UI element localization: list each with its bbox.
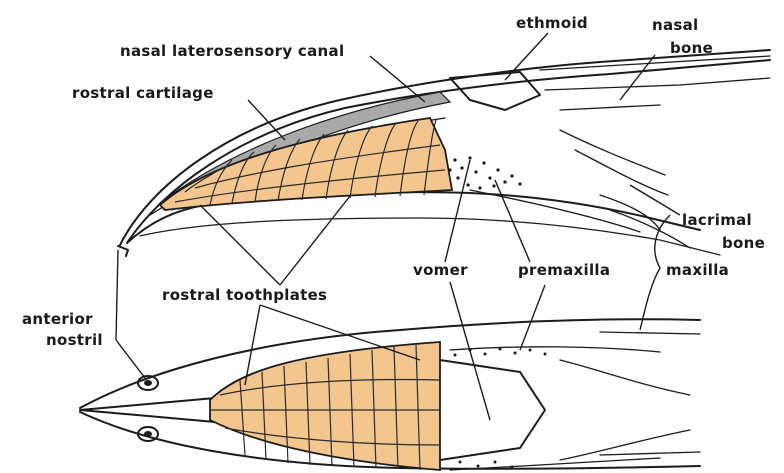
leader-vomer-ventral (450, 282, 490, 420)
ventral-rostrum-tip (80, 398, 215, 422)
label-anterior-nostril-line2: nostril (46, 331, 103, 349)
label-lacrimal-line1: lacrimal (682, 211, 752, 229)
label-rostral-cartilage: rostral cartilage (72, 84, 214, 102)
lateral-snout-outline (120, 50, 770, 245)
label-lacrimal-line2: bone (722, 234, 765, 252)
ventral-view (80, 319, 700, 470)
maxilla-ventral-shape (560, 332, 700, 460)
premaxilla-stipple-lateral (448, 156, 521, 189)
label-nasal-bone-line1: nasal (652, 16, 699, 34)
leader-nasal-canal (370, 56, 425, 102)
vomer-shape (440, 360, 545, 460)
label-vomer: vomer (413, 261, 468, 279)
leader-nostril (116, 250, 145, 378)
lacrimal-bone-shape (560, 130, 668, 230)
label-rostral-toothplates: rostral toothplates (162, 286, 327, 304)
leader-premaxilla-ventral (520, 285, 545, 350)
ethmoid-bone-shape (450, 72, 540, 110)
leader-toothplates-lateral (200, 196, 350, 285)
label-maxilla: maxilla (666, 261, 729, 279)
lateral-view (118, 50, 770, 256)
lateral-snout-inner-outline (127, 60, 770, 243)
label-nasal-laterosensory-canal: nasal laterosensory canal (120, 42, 344, 60)
label-premaxilla: premaxilla (518, 261, 610, 279)
leader-ethmoid (505, 33, 548, 80)
label-anterior-nostril-line1: anterior (22, 310, 93, 328)
leader-nasal-bone (620, 55, 655, 100)
label-nasal-bone-line2: bone (670, 39, 713, 57)
label-ethmoid: ethmoid (516, 14, 588, 32)
lateral-snout-ventral-outline (140, 218, 720, 255)
anterior-nostril-lateral (118, 246, 128, 256)
